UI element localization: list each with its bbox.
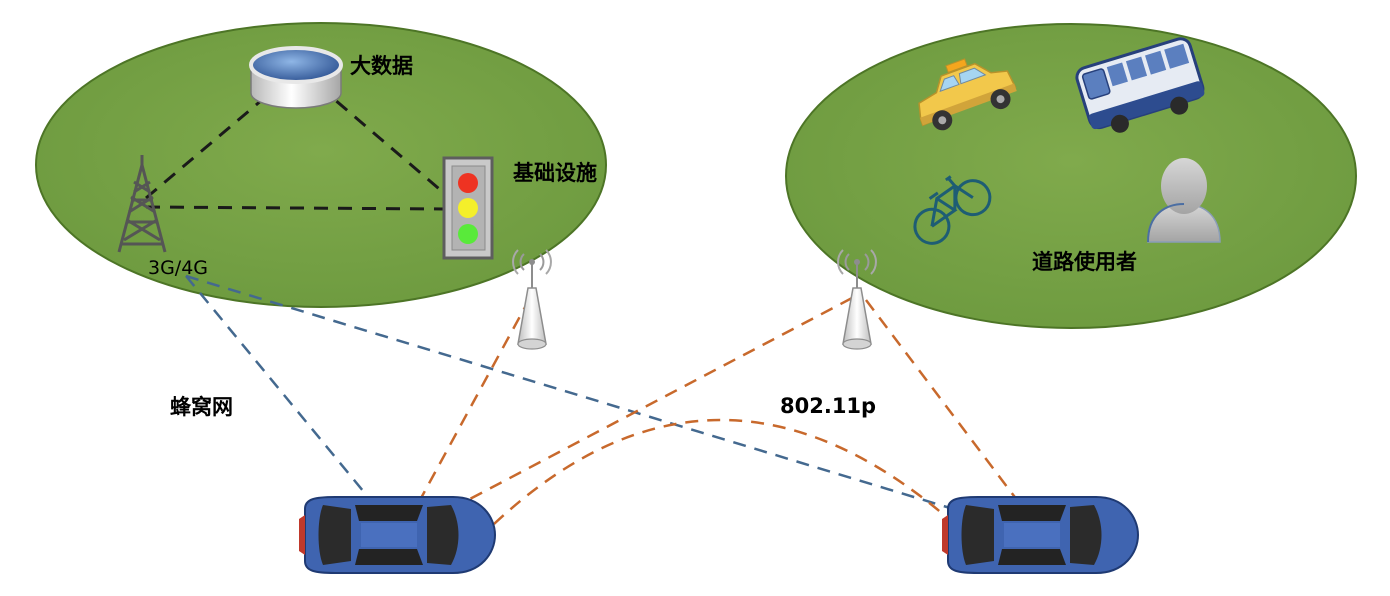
cellular-links <box>185 274 951 510</box>
wifi-standard-label: 802.11p <box>780 394 877 418</box>
infrastructure-label: 基础设施 <box>513 161 597 185</box>
link-car-to-car <box>493 418 951 525</box>
cellular-tech-label: 3G/4G <box>148 257 209 279</box>
road-users-label: 道路使用者 <box>1032 250 1137 274</box>
car-icon <box>942 496 1140 574</box>
v2x-links <box>418 296 1018 525</box>
cellular-network-label: 蜂窝网 <box>170 395 233 419</box>
road-users-region <box>785 23 1357 329</box>
link-tower-car-left <box>185 275 374 504</box>
link-tower-car-right <box>185 274 951 510</box>
link-ap1-car-left <box>418 297 532 501</box>
wireless-access-point-icon <box>837 249 877 350</box>
bus-icon <box>1075 37 1205 133</box>
person-icon <box>1147 158 1221 243</box>
link-ap2-car-right <box>865 299 1018 501</box>
cell-tower-icon <box>117 155 167 253</box>
database-icon <box>249 46 343 109</box>
car-icon <box>299 496 497 574</box>
link-tower-traffic-light <box>145 205 445 211</box>
wireless-access-point-icon <box>512 249 552 350</box>
bicycle-icon <box>913 175 992 245</box>
traffic-light-icon <box>442 156 494 260</box>
big-data-label: 大数据 <box>350 54 413 78</box>
taxi-icon <box>918 58 1017 131</box>
link-tower-database <box>145 70 296 200</box>
link-ap2-car-left <box>467 296 853 502</box>
